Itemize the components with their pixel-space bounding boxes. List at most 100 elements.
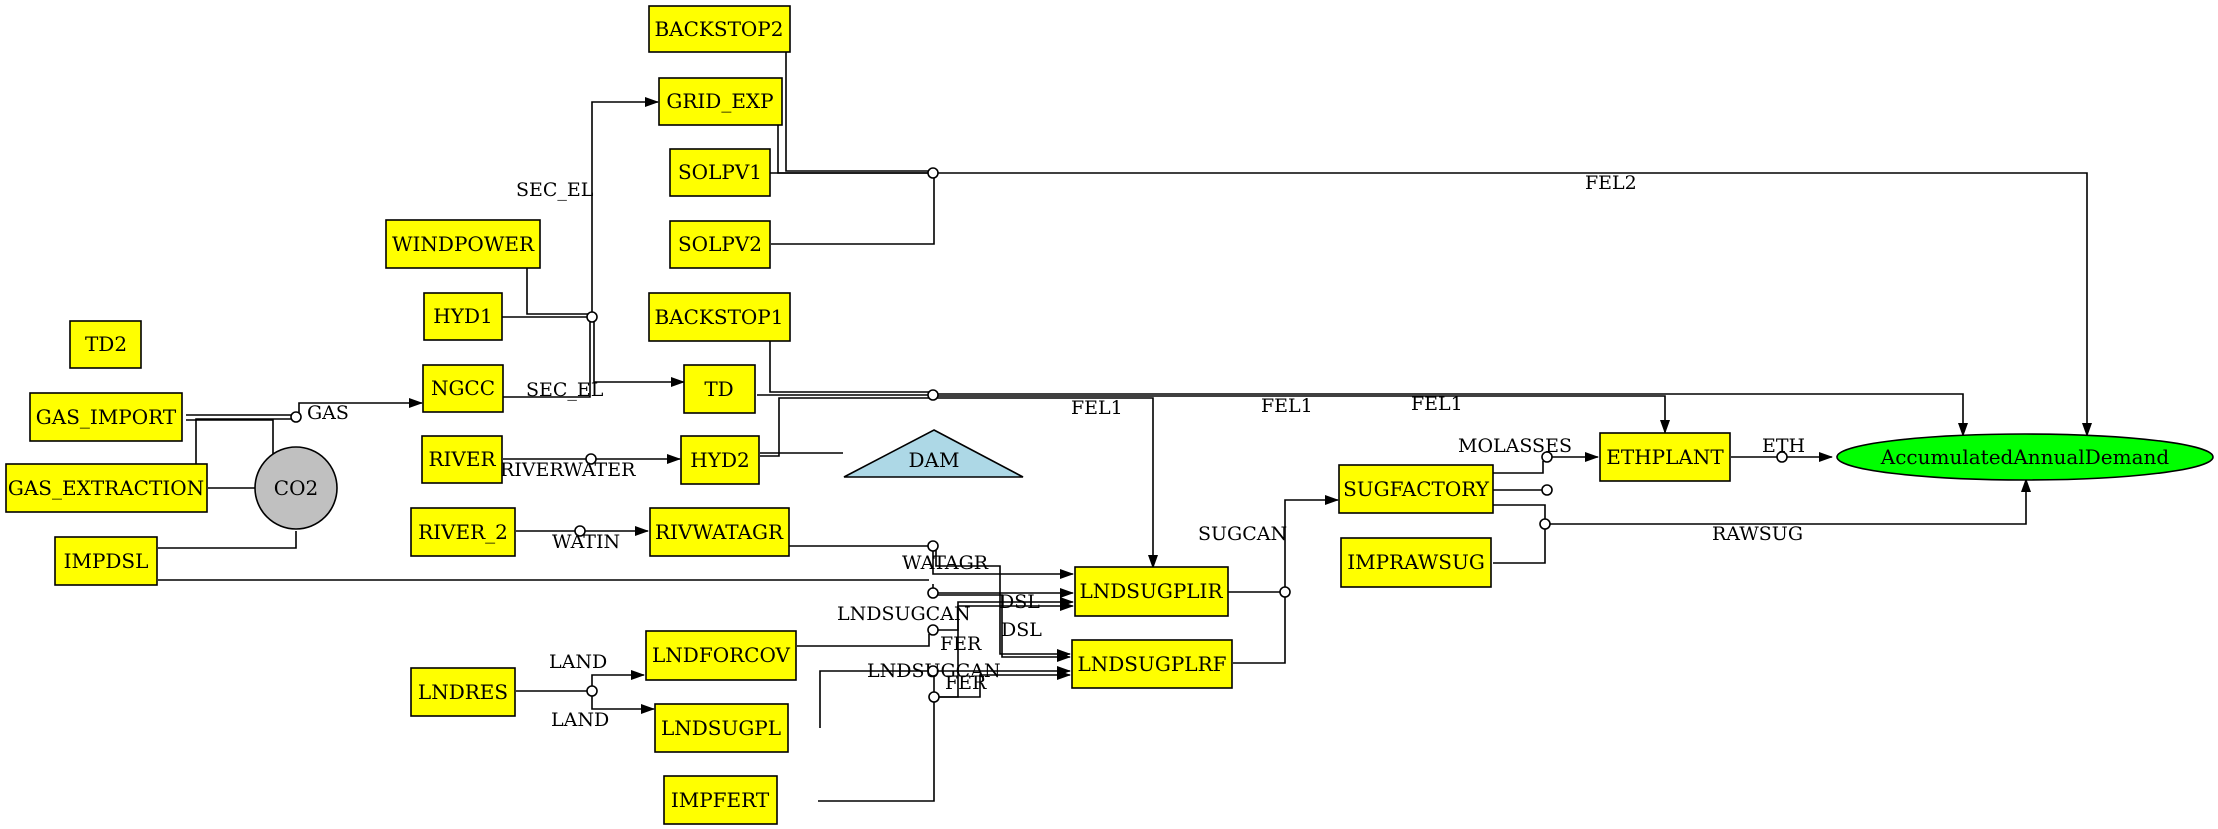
node-sugfactory-label: SUGFACTORY — [1343, 477, 1490, 501]
edge-solpv2-fel2 — [771, 177, 935, 245]
node-dam-label: DAM — [909, 448, 960, 472]
edge-label-lndsugcan-b: LNDSUGCAN — [867, 660, 1001, 682]
node-river: RIVER — [421, 435, 503, 484]
node-hyd1-label: HYD1 — [433, 304, 492, 328]
node-impdsl-label: IMPDSL — [64, 549, 149, 573]
node-backstop2-label: BACKSTOP2 — [654, 17, 783, 41]
edge-fel2-to-demand — [937, 172, 2092, 437]
node-lndsugplrf-label: LNDSUGPLRF — [1077, 652, 1226, 676]
node-demand-label: AccumulatedAnnualDemand — [1880, 445, 2170, 469]
edge-label-eth: ETH — [1762, 435, 1805, 457]
node-river-2-label: RIVER_2 — [418, 520, 508, 544]
junction-eth — [1776, 451, 1788, 463]
node-ethplant: ETHPLANT — [1599, 432, 1731, 482]
junction-fer — [928, 691, 940, 703]
edge-backstop2-fel2 — [785, 46, 933, 172]
edge-label-land-a: LAND — [549, 651, 607, 673]
node-impfert: IMPFERT — [663, 775, 778, 825]
junction-land — [586, 685, 598, 697]
edge-impfert-fer — [818, 701, 935, 802]
node-lndforcov: LNDFORCOV — [645, 630, 797, 681]
junction-lndsugcan-a — [927, 624, 939, 636]
node-td-label: TD — [704, 377, 733, 401]
node-imprawsug: IMPRAWSUG — [1340, 537, 1492, 588]
edge-gas-import-co2 — [186, 419, 274, 460]
junction-sec-el — [586, 311, 598, 323]
node-lndsugpl: LNDSUGPL — [654, 703, 789, 753]
edge-hyd2-fel1 — [760, 397, 929, 457]
junction-molasses — [1541, 451, 1553, 463]
node-solpv1-label: SOLPV1 — [678, 160, 762, 184]
edge-sugfactory-molasses — [1493, 461, 1544, 474]
edge-label-riverwater: RIVERWATER — [500, 459, 636, 481]
edge-fel1-to-ethplant — [937, 395, 1670, 434]
edge-gas-to-ngcc — [298, 398, 423, 415]
node-solpv1: SOLPV1 — [669, 148, 771, 197]
edge-fel1-to-lndsugplir — [937, 397, 1158, 569]
node-windpower: WINDPOWER — [385, 219, 541, 269]
edge-watagr-to-lndsugplrf — [935, 550, 1071, 659]
node-river-2: RIVER_2 — [410, 507, 516, 557]
edge-label-watin: WATIN — [552, 531, 620, 553]
node-rivwatagr-label: RIVWATAGR — [655, 520, 784, 544]
node-hyd2: HYD2 — [680, 435, 760, 485]
edge-windpower-sec-el — [526, 265, 588, 315]
edge-label-watagr: WATAGR — [902, 552, 989, 574]
edge-labels: FEL2 SEC_EL SEC_EL GAS FEL1 FEL1 FEL1 RI… — [307, 172, 1805, 731]
edge-lndsugpl-lndsugcan — [819, 670, 929, 728]
edge-label-fel1-c: FEL1 — [1411, 393, 1463, 415]
node-hyd2-label: HYD2 — [690, 448, 749, 472]
nodes: BACKSTOP2 GRID_EXP SOLPV1 SOLPV2 WINDPOW… — [5, 5, 2214, 825]
edge-label-molasses: MOLASSES — [1458, 435, 1572, 457]
edge-label-rawsug: RAWSUG — [1712, 523, 1803, 545]
junction-riverwater — [585, 453, 597, 465]
edge-label-sec-el-upper: SEC_EL — [516, 179, 594, 201]
node-td2-label: TD2 — [85, 332, 127, 356]
edge-land-to-lndsugpl — [591, 695, 655, 714]
junction-lndsugcan-b — [927, 665, 939, 677]
edge-lndforcov-lndsugcan — [797, 634, 930, 647]
node-lndforcov-label: LNDFORCOV — [652, 643, 790, 667]
junction-fel1 — [927, 389, 939, 401]
edge-label-sugcan: SUGCAN — [1198, 523, 1287, 545]
node-gas-import: GAS_IMPORT — [29, 392, 183, 442]
junction-sugfactory-output — [1541, 484, 1553, 496]
edge-gas-extraction-gas — [195, 418, 292, 464]
node-td2: TD2 — [69, 320, 142, 369]
node-accumulated-annual-demand: AccumulatedAnnualDemand — [1836, 433, 2214, 481]
edge-label-land-b: LAND — [551, 709, 609, 731]
edge-sec-el-to-grid-exp — [591, 97, 659, 314]
edge-rawsug-to-demand — [1549, 478, 2031, 525]
junction-watagr — [927, 540, 939, 552]
edge-watagr-to-lndsugplir — [932, 550, 1074, 579]
junction-gas — [290, 411, 302, 423]
edge-fel1-to-demand — [937, 393, 1968, 437]
node-backstop1-label: BACKSTOP1 — [654, 305, 783, 329]
node-impdsl: IMPDSL — [54, 536, 158, 586]
edge-label-dsl-a: DSL — [999, 591, 1040, 613]
edge-grid-exp-fel2 — [777, 120, 933, 174]
junctions — [290, 167, 1788, 703]
node-grid-exp-label: GRID_EXP — [666, 89, 773, 113]
node-rivwatagr: RIVWATAGR — [649, 507, 790, 557]
node-gas-extraction-label: GAS_EXTRACTION — [8, 476, 204, 500]
node-backstop2: BACKSTOP2 — [648, 5, 791, 53]
node-impfert-label: IMPFERT — [671, 788, 770, 812]
edge-sugcan-to-sugfactory — [1284, 495, 1339, 588]
node-ngcc-label: NGCC — [431, 376, 495, 400]
node-lndsugplrf: LNDSUGPLRF — [1071, 639, 1233, 689]
node-lndres: LNDRES — [410, 667, 516, 717]
node-co2-label: CO2 — [274, 476, 318, 500]
node-gas-import-label: GAS_IMPORT — [36, 405, 177, 429]
edge-impdsl-co2 — [158, 531, 297, 549]
node-lndsugpl-label: LNDSUGPL — [661, 716, 781, 740]
edge-label-fer-a: FER — [940, 633, 982, 655]
node-backstop1: BACKSTOP1 — [648, 292, 791, 342]
node-imprawsug-label: IMPRAWSUG — [1347, 550, 1485, 574]
edge-label-dsl-b: DSL — [1001, 619, 1042, 641]
edge-label-fel1-b: FEL1 — [1261, 395, 1313, 417]
node-sugfactory: SUGFACTORY — [1338, 464, 1494, 514]
edge-imprawsug-rawsug — [1493, 528, 1546, 564]
junction-watin — [574, 525, 586, 537]
edge-label-fel1-a: FEL1 — [1071, 397, 1123, 419]
